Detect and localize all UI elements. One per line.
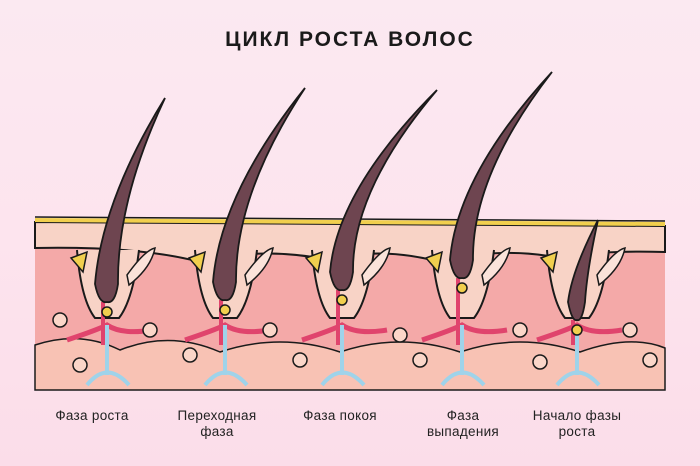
dermal-papilla <box>456 282 468 294</box>
vein <box>440 325 486 387</box>
hair-shaft <box>212 87 306 302</box>
fat-cell <box>142 322 158 338</box>
fat-cell <box>392 327 408 343</box>
fat-cell <box>292 352 308 368</box>
sebaceous-gland <box>187 250 207 274</box>
hair-shaft <box>449 71 553 280</box>
vein <box>85 325 131 387</box>
hair-shaft <box>94 97 166 304</box>
fat-cell <box>52 312 68 328</box>
sebaceous-gland <box>304 250 324 274</box>
hair-shaft <box>329 89 438 292</box>
fat-cell <box>622 322 638 338</box>
dermal-papilla <box>571 324 583 336</box>
vein <box>320 325 366 387</box>
vein <box>203 325 249 387</box>
arrector-muscle <box>244 247 274 287</box>
dermal-papilla <box>101 306 113 318</box>
fat-cell <box>412 352 428 368</box>
fat-cell <box>182 347 198 363</box>
sebaceous-gland <box>539 250 559 274</box>
sebaceous-gland <box>69 250 89 274</box>
phase-label-rest: Фаза покоя <box>303 408 377 423</box>
sebaceous-gland <box>424 250 444 274</box>
arrector-muscle <box>361 247 391 287</box>
diagram-title: ЦИКЛ РОСТА ВОЛОС <box>225 28 475 51</box>
fat-cell <box>72 357 88 373</box>
arrector-muscle <box>481 247 511 287</box>
fat-cell <box>532 354 548 370</box>
arrector-muscle <box>126 247 156 287</box>
fat-cell <box>262 322 278 338</box>
arrector-muscle <box>596 247 626 287</box>
dermal-papilla <box>219 304 231 316</box>
dermal-papilla <box>336 294 348 306</box>
phase-label-growth: Фаза роста <box>55 408 129 423</box>
hair-shaft <box>567 219 599 322</box>
fat-cell <box>512 322 528 338</box>
fat-cell <box>642 352 658 368</box>
